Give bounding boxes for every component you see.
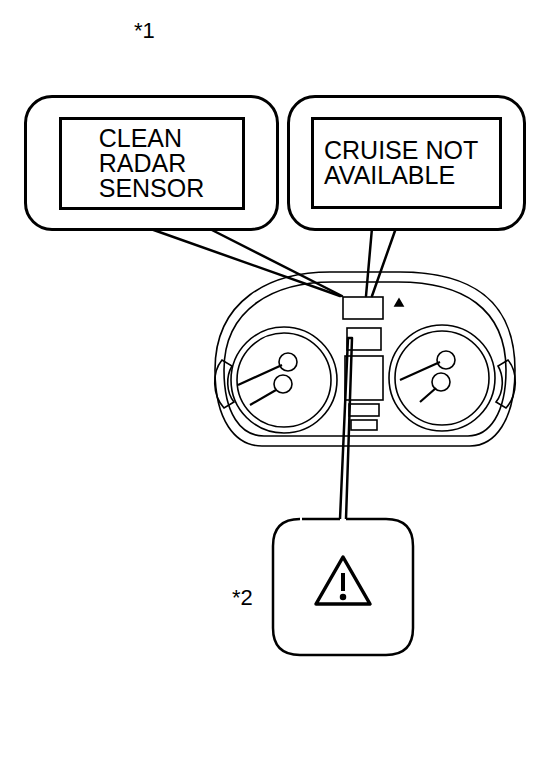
warning-callout (273, 338, 413, 655)
callout-box: CLEAN RADAR SENSOR (24, 95, 279, 231)
leader-line (208, 228, 342, 296)
instrument-cluster (215, 272, 516, 446)
message-text: CLEAN RADAR SENSOR (99, 126, 205, 201)
callout-number: *2 (232, 587, 253, 609)
leader-line (372, 228, 396, 296)
callout-box: CRUISE NOT AVAILABLE (287, 95, 526, 231)
message-display: CLEAN RADAR SENSOR (59, 117, 245, 210)
callout-number: *1 (134, 20, 155, 42)
leader-line (366, 228, 372, 296)
message-display: CRUISE NOT AVAILABLE (311, 117, 502, 209)
leader-line (148, 228, 340, 296)
message-text: CRUISE NOT AVAILABLE (324, 138, 489, 188)
